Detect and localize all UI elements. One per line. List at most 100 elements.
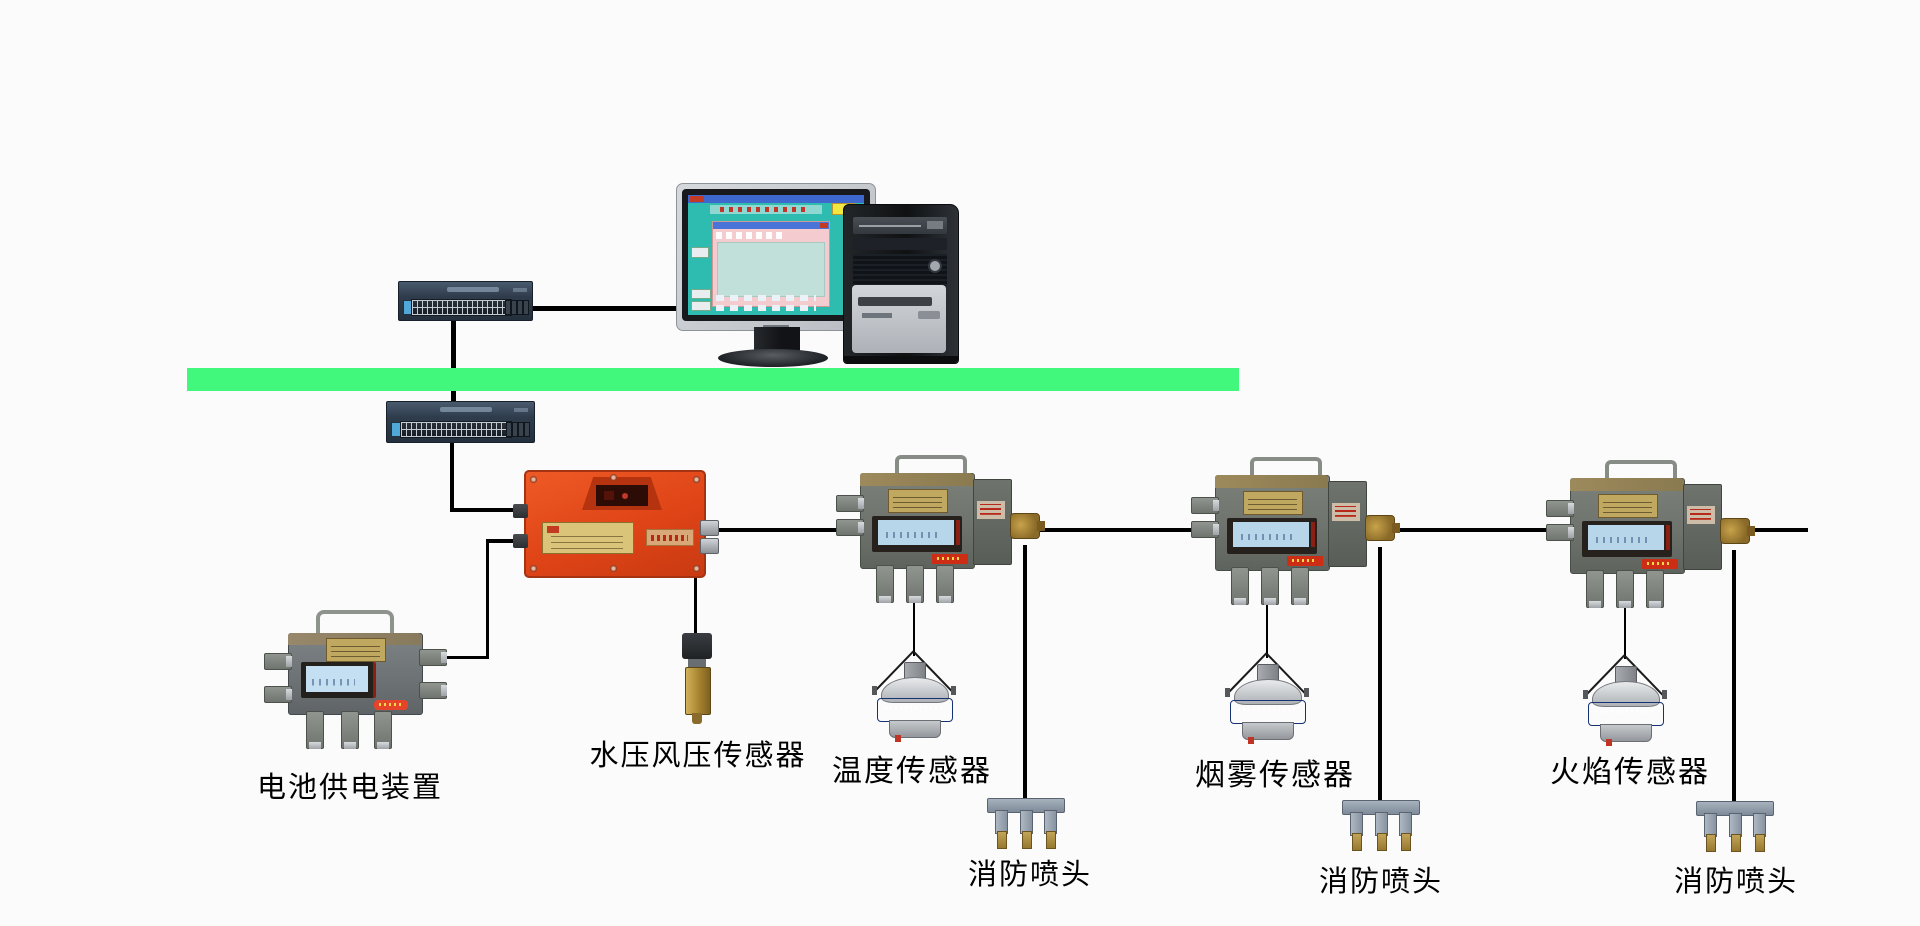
cable-gland — [1546, 524, 1574, 541]
powerbox-connector — [513, 504, 528, 518]
sprinkler-nozzle — [997, 831, 1007, 849]
sensor-indicator — [1606, 739, 1612, 746]
cable-sub2-sensor — [1266, 570, 1268, 658]
fire-substation-1 — [836, 455, 1050, 615]
sensor-base — [1242, 722, 1294, 740]
substation-red-tag — [932, 554, 968, 564]
substation-lid-edge — [1570, 478, 1683, 491]
battery-red-tag — [374, 700, 408, 710]
label-flame-sensor: 火焰传感器 — [1550, 756, 1710, 789]
screen-button-row — [716, 305, 816, 311]
label-sprinkler-3: 消防喷头 — [1673, 866, 1799, 898]
screen-side-button — [691, 301, 711, 311]
substation-lcd — [1227, 518, 1317, 554]
switch-led-strip — [514, 408, 529, 412]
sensor-blue-band — [1588, 702, 1664, 726]
sprinkler-nozzle — [1401, 833, 1411, 851]
tower-front-detail — [862, 313, 892, 318]
label-sprinkler-1: 消防喷头 — [967, 859, 1093, 891]
switch-led-strip — [512, 288, 527, 292]
cable-gland — [419, 649, 447, 666]
label-battery-power-unit: 电池供电装置 — [256, 772, 444, 804]
cable-gland — [936, 565, 954, 603]
pipe-sub3-sprinkler — [1732, 550, 1736, 803]
sprinkler-nozzle — [1352, 833, 1362, 851]
sprinkler-nozzle — [1706, 834, 1716, 852]
transmitter-head — [682, 633, 712, 659]
substation-side-module — [1328, 481, 1367, 567]
label-temperature-sensor: 温度传感器 — [832, 755, 992, 788]
sensor-indicator — [895, 735, 901, 742]
substation-lcd — [872, 516, 962, 552]
switch-uplink-ports — [504, 300, 529, 315]
cable-gland — [264, 653, 292, 670]
fire-substation-3 — [1546, 460, 1760, 620]
ethernet-switch-upper — [398, 281, 533, 321]
sprinkler-nozzle — [1731, 834, 1741, 852]
battery-lcd — [301, 662, 376, 698]
temperature-sensor — [869, 650, 959, 744]
flame-sensor — [1580, 654, 1670, 748]
substation-nameplate — [1243, 491, 1303, 515]
substation-sticker — [1332, 503, 1360, 521]
cable-gland — [1586, 570, 1604, 608]
hanger-hook — [872, 686, 877, 695]
cable-switch1-computer — [528, 306, 680, 311]
screen-side-button — [691, 289, 711, 299]
cable-powerbox-battery-h1 — [486, 539, 530, 543]
cable-gland — [906, 565, 924, 603]
sprinkler-nozzle — [1377, 833, 1387, 851]
screen-title-bar — [688, 195, 864, 203]
substation-lcd — [1582, 521, 1672, 557]
monitor-stand-base — [718, 349, 828, 367]
hanger-hook — [1662, 690, 1667, 699]
sensor-blue-band — [1230, 700, 1306, 724]
tower-dvd-drive — [853, 217, 947, 234]
screw — [693, 565, 700, 572]
carry-handle — [316, 610, 394, 640]
cable-gland — [306, 711, 324, 749]
tower-front-panel — [852, 285, 946, 353]
switch-brand-mark — [439, 407, 492, 412]
cable-gland — [1191, 521, 1219, 538]
battery-nameplate — [326, 638, 386, 662]
dialog-toolbar — [716, 232, 786, 239]
substation-sticker — [1687, 506, 1715, 524]
sprinkler-nozzle — [1755, 834, 1765, 852]
switch-brand-mark — [446, 287, 499, 292]
power-supply-box — [513, 470, 719, 578]
sprinkler-manifold-1 — [987, 798, 1067, 850]
dialog-title-bar — [713, 222, 829, 229]
screw — [530, 565, 537, 572]
substation-red-tag — [1642, 559, 1678, 569]
fire-substation-2 — [1191, 457, 1405, 617]
switch-port-array — [410, 299, 513, 316]
powerbox-connector — [700, 520, 719, 536]
brass-coupling — [1010, 513, 1045, 539]
carry-handle — [895, 455, 967, 481]
cable-powerbox-pressure — [694, 545, 697, 635]
cable-to-powerbox — [450, 508, 528, 512]
transmitter-tip — [692, 713, 702, 724]
sensor-blue-band — [877, 698, 953, 722]
pipe-sub1-sprinkler — [1023, 545, 1027, 802]
hanger-hook — [1583, 690, 1588, 699]
monitor-bezel — [682, 189, 870, 321]
tower-badge — [918, 311, 940, 319]
screw — [610, 474, 617, 481]
substation-lid-edge — [860, 473, 973, 486]
cable-gland — [1191, 497, 1219, 514]
sensor-indicator — [1248, 737, 1254, 744]
cable-switch2-down — [450, 439, 454, 512]
cable-ringbus-switch2 — [451, 390, 456, 403]
pipe-sub2-sprinkler — [1378, 547, 1382, 802]
cable-sub3-sensor — [1624, 573, 1626, 659]
switch-port-array — [400, 421, 512, 438]
powerbox-display-window — [596, 485, 648, 506]
smoke-sensor — [1222, 652, 1312, 746]
cable-gland — [1616, 570, 1634, 608]
monitor-screen — [688, 195, 864, 315]
sensor-base — [1600, 724, 1652, 742]
powerbox-warning-label — [646, 529, 694, 546]
